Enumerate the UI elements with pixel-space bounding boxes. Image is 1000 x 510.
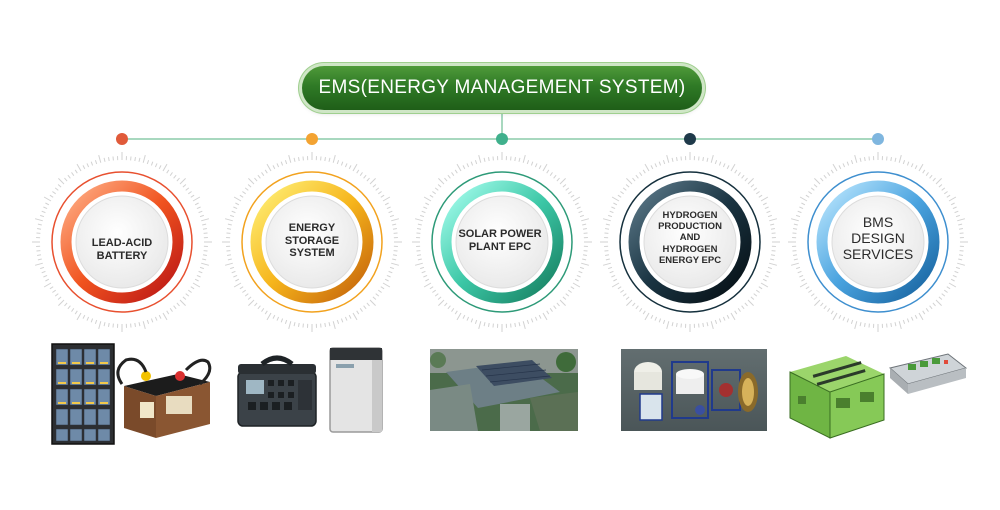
hydrogen-plant-image — [621, 349, 767, 431]
node-label-lead-acid-battery: LEAD-ACID BATTERY — [77, 210, 167, 290]
node-dot-lead-acid-battery — [116, 133, 128, 145]
solar-plant-image — [430, 349, 578, 431]
bms-enclosure-image — [790, 356, 884, 438]
title-pill: EMS(ENERGY MANAGEMENT SYSTEM) — [302, 66, 702, 110]
car-battery-image — [118, 359, 210, 438]
node-label-hydrogen-energy-epc: HYDROGEN PRODUCTION AND HYDROGEN ENERGY … — [645, 198, 735, 278]
node-dot-solar-power-plant-epc — [496, 133, 508, 145]
node-label-solar-power-plant-epc: SOLAR POWER PLANT EPC — [455, 201, 545, 281]
node-dot-hydrogen-energy-epc — [684, 133, 696, 145]
page-title: EMS(ENERGY MANAGEMENT SYSTEM) — [319, 77, 686, 99]
node-dot-energy-storage-system — [306, 133, 318, 145]
bms-board-image — [890, 354, 966, 394]
node-label-bms-design-services: BMS DESIGN SERVICES — [833, 198, 923, 278]
node-label-energy-storage-system: ENERGY STORAGE SYSTEM — [267, 201, 357, 281]
battery-rack-image — [52, 344, 114, 444]
node-dot-bms-design-services — [872, 133, 884, 145]
home-ess-cabinet-image — [330, 348, 382, 432]
portable-power-station-image — [238, 358, 316, 426]
